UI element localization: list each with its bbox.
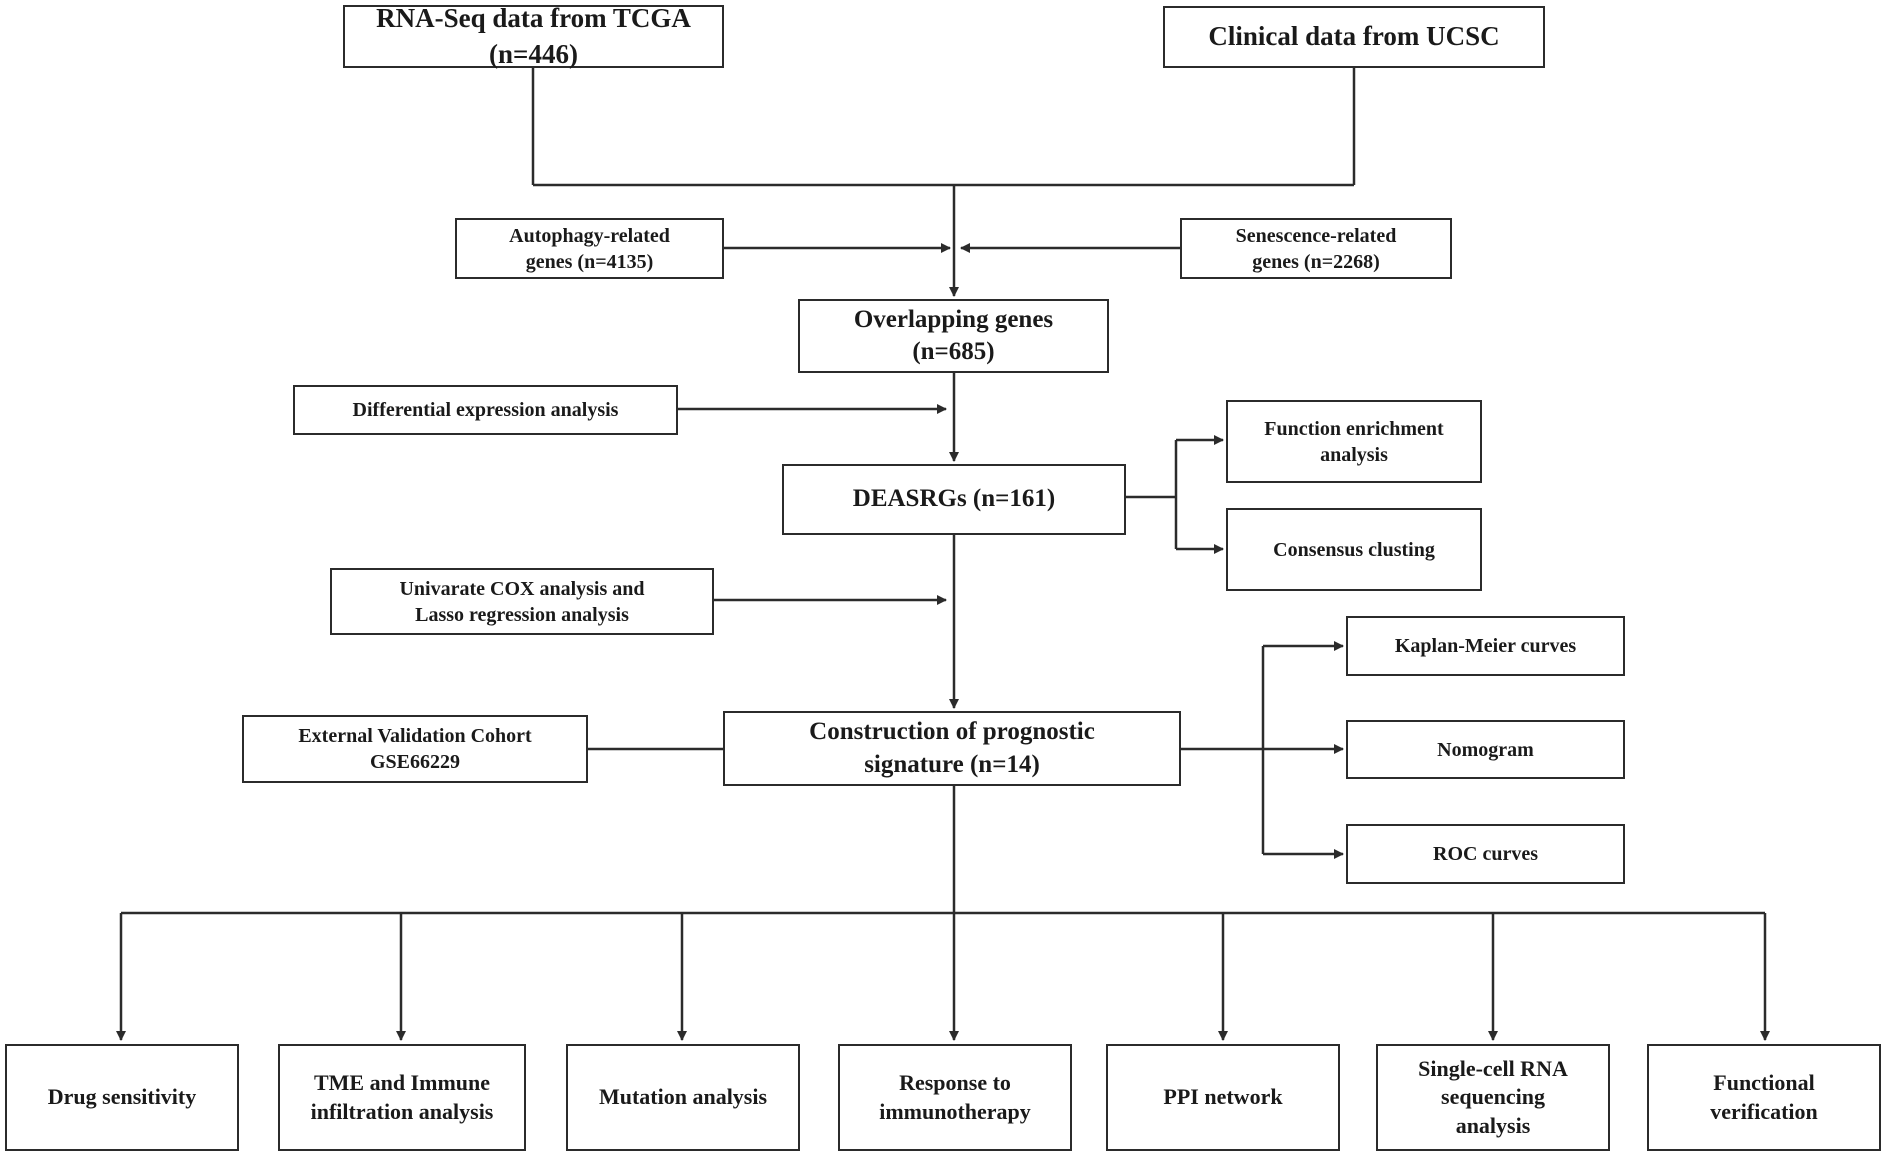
external-line1: External Validation Cohort bbox=[298, 725, 532, 747]
senescence-box: Senescence-related genes (n=2268) bbox=[1180, 218, 1452, 279]
scrna-line3: analysis bbox=[1455, 1112, 1531, 1138]
external-line2: GSE66229 bbox=[369, 751, 460, 773]
deasrgs-line1: DEASRGs (n=161) bbox=[852, 485, 1056, 513]
signature-line1: Construction of prognostic bbox=[809, 718, 1095, 745]
roc-box: ROC curves bbox=[1346, 824, 1625, 884]
diffexp-line1: Differential expression analysis bbox=[352, 399, 619, 421]
drug-box: Drug sensitivity bbox=[5, 1044, 239, 1151]
roc-line1: ROC curves bbox=[1433, 843, 1538, 865]
immuno-box: Response to immunotherapy bbox=[838, 1044, 1072, 1151]
tme-box: TME and Immune infiltration analysis bbox=[278, 1044, 526, 1151]
rnaseq-line2: (n=446) bbox=[489, 38, 578, 69]
clinical-box: Clinical data from UCSC bbox=[1163, 6, 1545, 68]
mutation-box: Mutation analysis bbox=[566, 1044, 800, 1151]
clinical-line1: Clinical data from UCSC bbox=[1208, 21, 1500, 52]
enrichment-line1: Function enrichment bbox=[1264, 417, 1444, 440]
mutation-line1: Mutation analysis bbox=[598, 1084, 768, 1110]
overlap-line2: (n=685) bbox=[912, 338, 995, 365]
signature-line2: signature (n=14) bbox=[864, 750, 1040, 778]
senescence-line1: Senescence-related bbox=[1235, 224, 1397, 247]
functional-line2: verification bbox=[1710, 1098, 1818, 1124]
nomogram-box: Nomogram bbox=[1346, 720, 1625, 779]
overlap-line1: Overlapping genes bbox=[853, 305, 1054, 333]
diffexp-box: Differential expression analysis bbox=[293, 385, 678, 435]
rnaseq-line1: RNA-Seq data from TCGA bbox=[376, 3, 691, 34]
km-line1: Kaplan-Meier curves bbox=[1394, 635, 1577, 657]
functional-box: Functional verification bbox=[1647, 1044, 1881, 1151]
enrichment-line2: analysis bbox=[1320, 443, 1388, 466]
tme-line2: infiltration analysis bbox=[310, 1098, 494, 1124]
immuno-line1: Response to bbox=[899, 1069, 1011, 1095]
km-box: Kaplan-Meier curves bbox=[1346, 616, 1625, 676]
scrna-line1: Single-cell RNA bbox=[1418, 1055, 1568, 1081]
autophagy-line2: genes (n=4135) bbox=[525, 250, 654, 273]
rnaseq-box: RNA-Seq data from TCGA (n=446) bbox=[343, 3, 724, 69]
consensus-line1: Consensus clusting bbox=[1273, 538, 1435, 561]
consensus-box: Consensus clusting bbox=[1226, 508, 1482, 591]
drug-line1: Drug sensitivity bbox=[47, 1084, 197, 1110]
immuno-line2: immunotherapy bbox=[879, 1098, 1031, 1124]
signature-box: Construction of prognostic signature (n=1… bbox=[723, 711, 1181, 786]
scrna-line2: sequencing bbox=[1441, 1084, 1545, 1110]
enrichment-box: Function enrichment analysis bbox=[1226, 400, 1482, 483]
deasrgs-box: DEASRGs (n=161) bbox=[782, 464, 1126, 535]
cox-line1: Univarate COX analysis and bbox=[399, 577, 645, 600]
nomogram-line1: Nomogram bbox=[1437, 738, 1534, 761]
autophagy-line1: Autophagy-related bbox=[509, 224, 670, 247]
autophagy-box: Autophagy-related genes (n=4135) bbox=[455, 218, 724, 279]
functional-line1: Functional bbox=[1713, 1069, 1815, 1095]
ppi-line1: PPI network bbox=[1163, 1084, 1283, 1110]
senescence-line2: genes (n=2268) bbox=[1252, 250, 1380, 273]
cox-line2: Lasso regression analysis bbox=[415, 603, 629, 626]
overlap-box: Overlapping genes (n=685) bbox=[798, 299, 1109, 373]
tme-line1: TME and Immune bbox=[313, 1069, 491, 1095]
ppi-box: PPI network bbox=[1106, 1044, 1340, 1151]
